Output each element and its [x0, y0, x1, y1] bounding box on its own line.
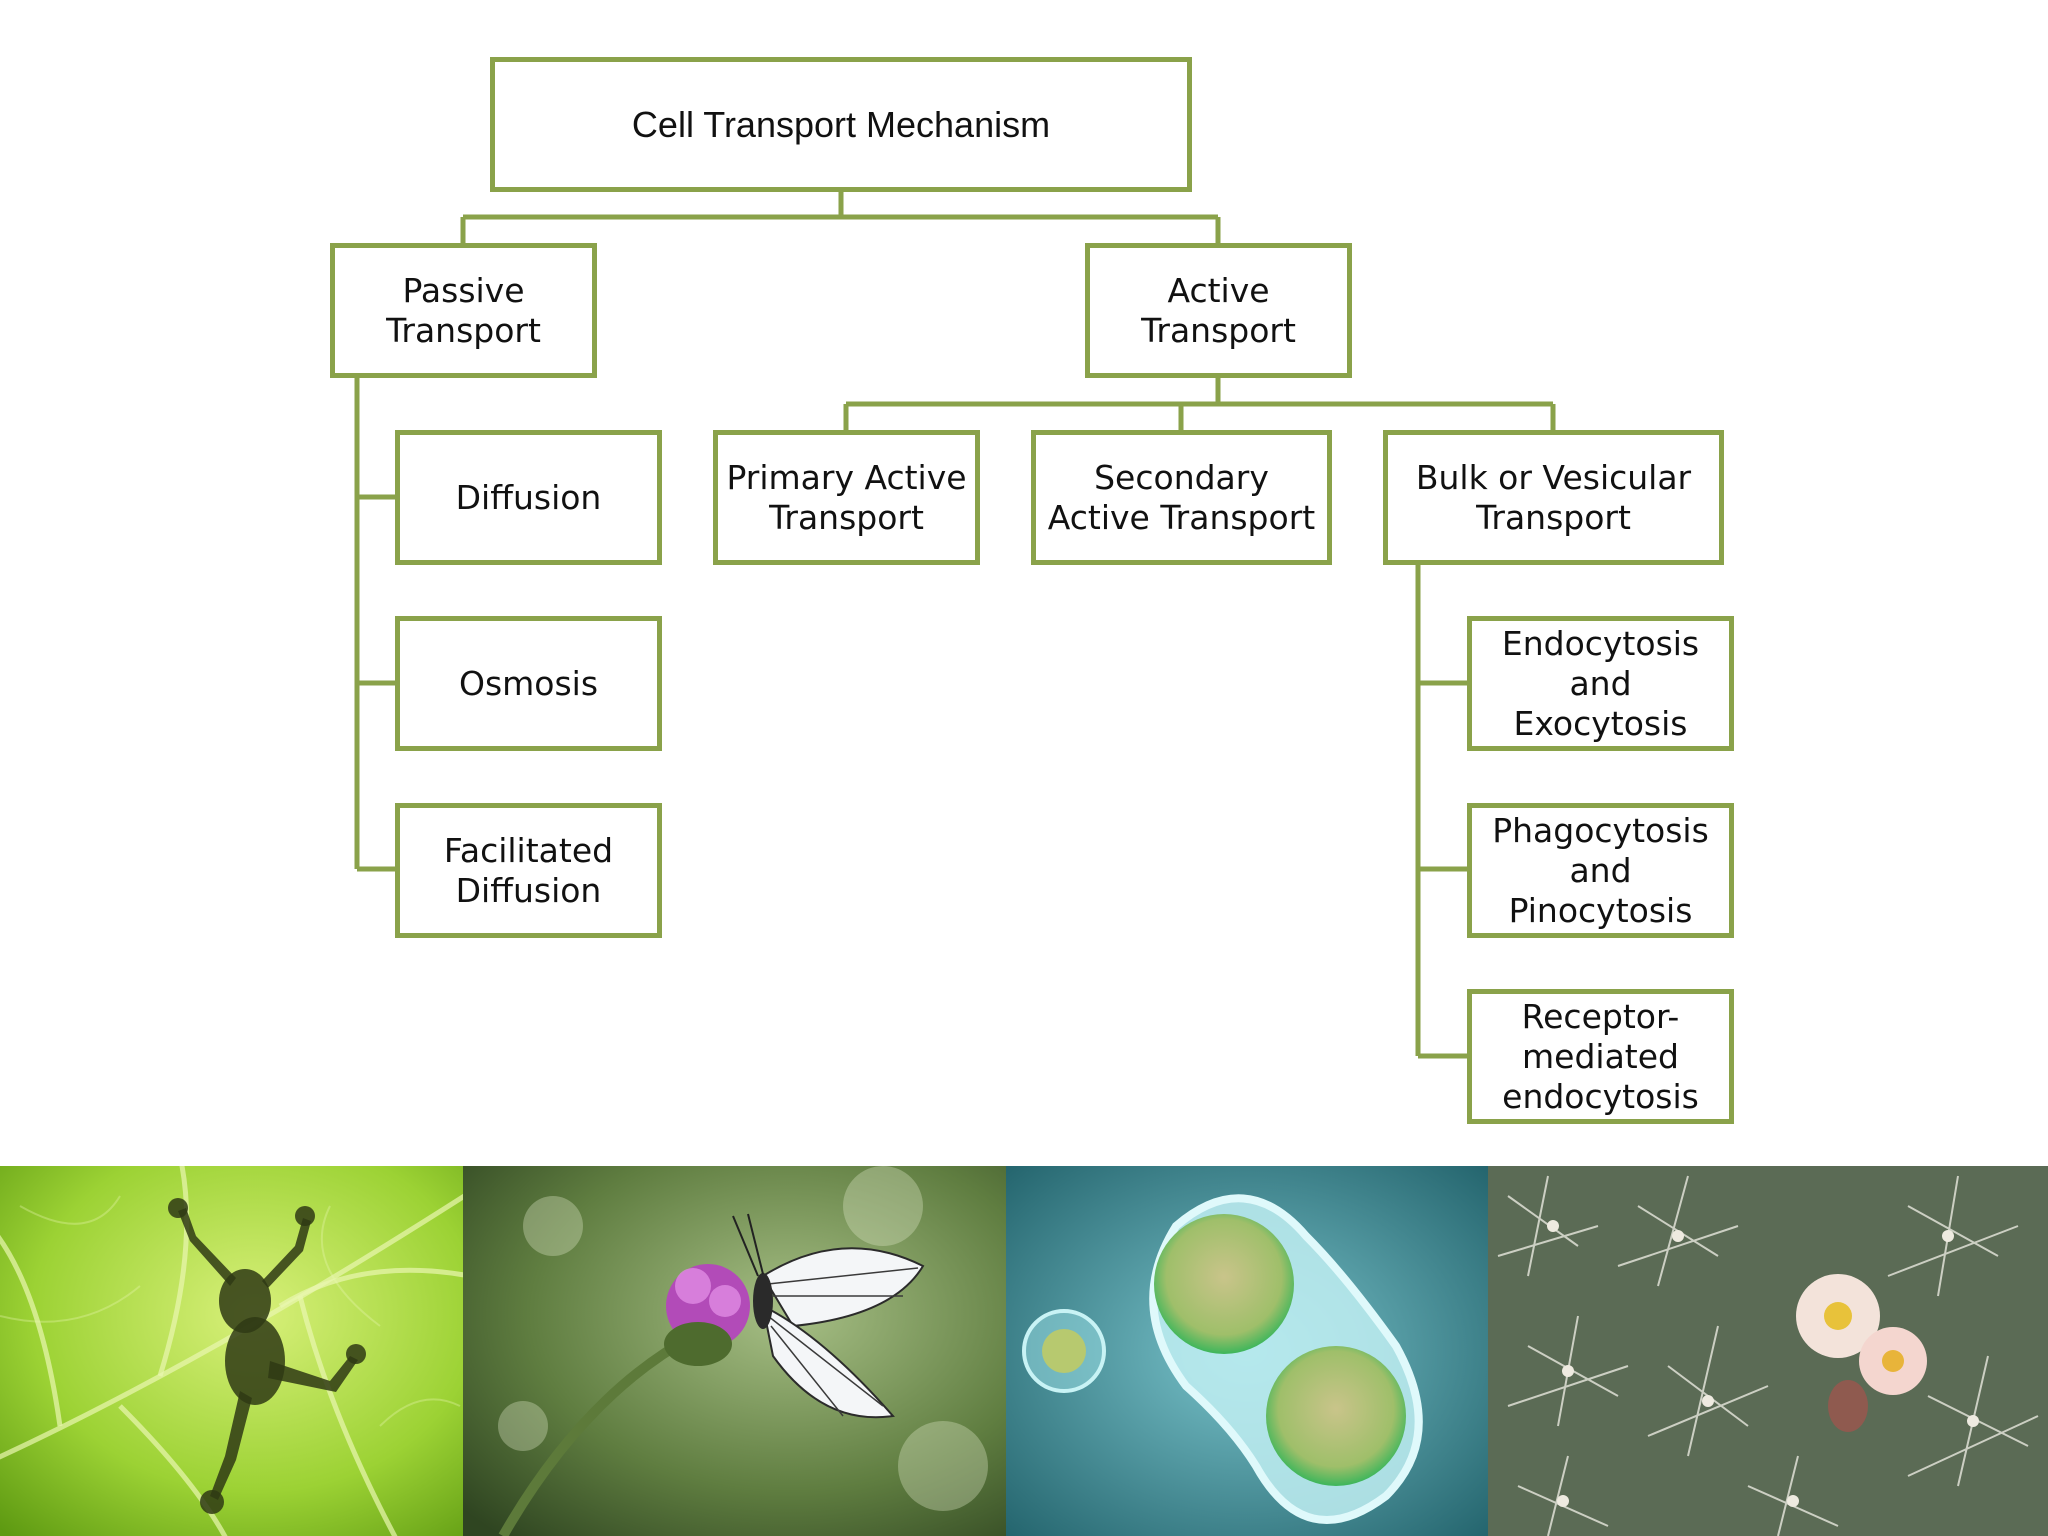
- root-node: Cell Transport Mechanism: [490, 57, 1192, 192]
- frog-on-leaf-photo: [0, 1166, 463, 1536]
- dividing-cell-photo: [1006, 1166, 1488, 1536]
- connector-lines: [354, 192, 1556, 1059]
- phagocytosis-pinocytosis-node: Phagocytosis and Pinocytosis: [1467, 803, 1734, 938]
- passive-transport-node: Passive Transport: [330, 243, 597, 378]
- osmosis-node: Osmosis: [395, 616, 662, 751]
- endocytosis-exocytosis-node: Endocytosis and Exocytosis: [1467, 616, 1734, 751]
- active-transport-node: Active Transport: [1085, 243, 1352, 378]
- bulk-vesicular-transport-node: Bulk or Vesicular Transport: [1383, 430, 1724, 565]
- primary-active-transport-node: Primary Active Transport: [713, 430, 980, 565]
- receptor-mediated-endocytosis-node: Receptor-mediated endocytosis: [1467, 989, 1734, 1124]
- secondary-active-transport-node: Secondary Active Transport: [1031, 430, 1332, 565]
- photo-strip: [0, 1166, 2048, 1536]
- facilitated-diffusion-node: Facilitated Diffusion: [395, 803, 662, 938]
- cactus-with-flowers-photo: [1488, 1166, 2048, 1536]
- butterfly-on-flower-photo: [463, 1166, 1006, 1536]
- transport-hierarchy-diagram: Cell Transport Mechanism Passive Transpo…: [330, 57, 1734, 1124]
- diffusion-node: Diffusion: [395, 430, 662, 565]
